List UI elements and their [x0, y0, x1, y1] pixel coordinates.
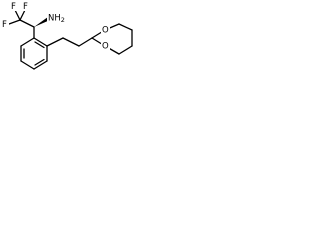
bond-ch2-ch2 [62, 37, 80, 47]
structural-formula: F F F NH2 O O [1, 2, 133, 70]
label-amine: NH2 [47, 13, 67, 24]
amine-subscript: 2 [61, 16, 65, 24]
wedge-bond-amine [34, 17, 49, 27]
svg-text:F: F [23, 2, 28, 12]
bond-cf3-chiral-carbon [19, 19, 35, 28]
label-fluorine-left: F [1, 20, 9, 30]
svg-text:F: F [11, 2, 16, 12]
dioxane-ring [91, 23, 133, 55]
bond-ch2-acetal [78, 37, 93, 47]
label-fluorine-top-left: F [10, 2, 18, 12]
svg-text:O: O [102, 42, 109, 52]
bond-cf3-f-left [8, 19, 21, 25]
aromatic-double-bond [34, 58, 45, 66]
svg-text:F: F [2, 20, 7, 30]
amine-symbol: NH [48, 13, 61, 23]
svg-text:NH2: NH2 [48, 13, 65, 24]
label-dioxane-oxygen-upper: O [101, 25, 110, 36]
label-dioxane-oxygen-lower: O [101, 41, 110, 52]
aromatic-double-bond [34, 41, 45, 49]
svg-text:O: O [102, 26, 109, 36]
bond-ring-ch2 [46, 37, 64, 47]
label-fluorine-top-right: F [22, 2, 30, 12]
benzene-ring [20, 37, 48, 70]
